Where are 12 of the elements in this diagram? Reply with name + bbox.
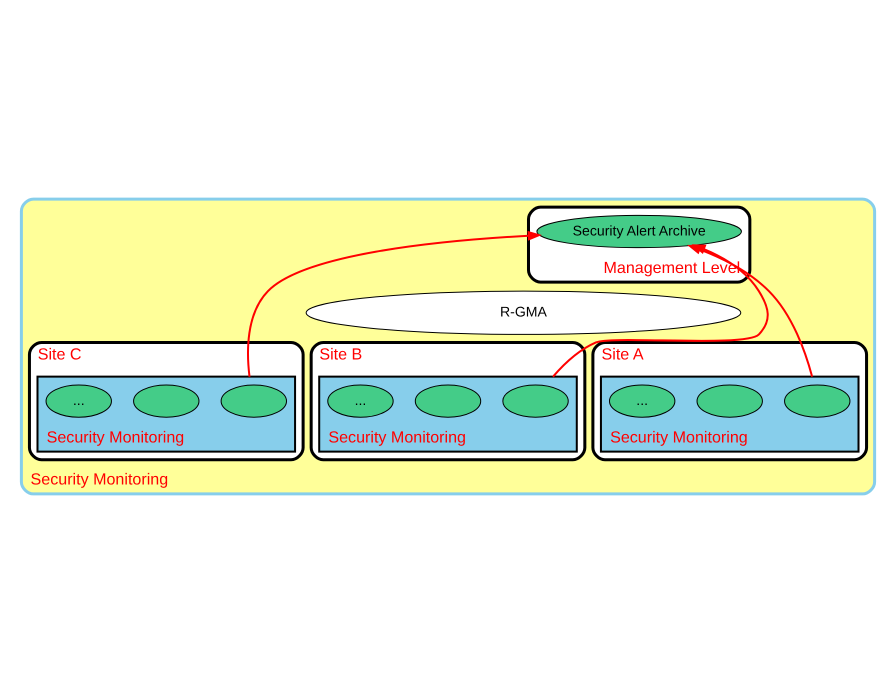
node-ellipse [414, 384, 482, 418]
node-ellipse: Security Alert Archive [536, 214, 742, 248]
node-ellipse: ... [46, 384, 112, 418]
arrow [247, 230, 542, 376]
node-ellipse [696, 384, 763, 418]
node-ellipse [133, 384, 200, 418]
node-ellipse: R-GMA [306, 290, 742, 334]
node-ellipse [502, 384, 569, 418]
node-ellipse: ... [608, 384, 676, 418]
node-ellipse [784, 384, 850, 418]
node-ellipse [220, 384, 288, 418]
node-ellipse: ... [327, 384, 394, 418]
